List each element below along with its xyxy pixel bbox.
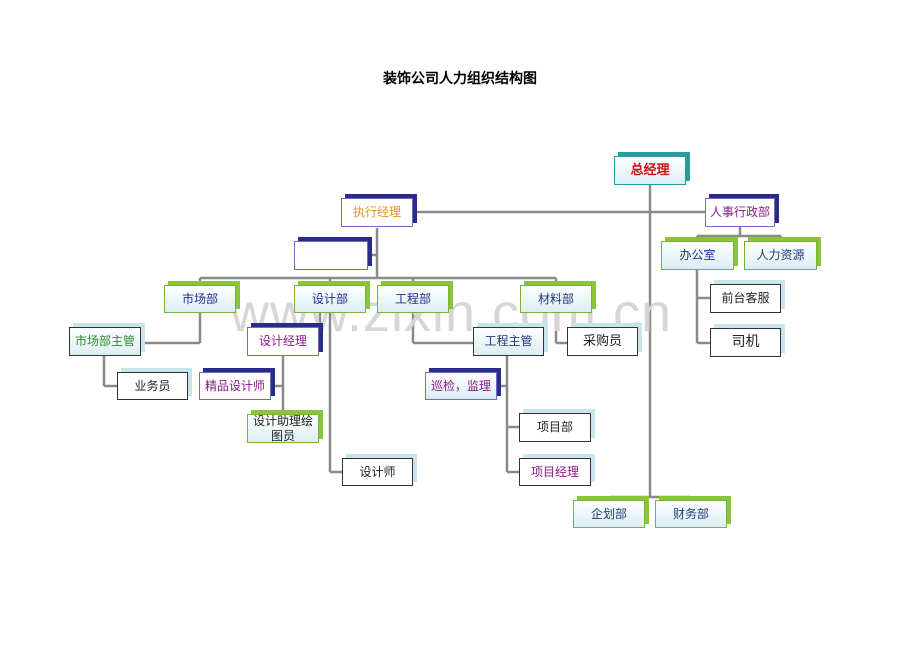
chart-title: 装饰公司人力组织结构图 — [383, 71, 537, 87]
node-design-assistant: 设计助理绘图员 — [247, 414, 319, 443]
node-hr: 人力资源 — [744, 241, 817, 270]
node-buyer: 采购员 — [567, 327, 638, 356]
node-office: 办公室 — [661, 241, 734, 270]
node-hr-admin: 人事行政部 — [705, 198, 775, 227]
node-ceo: 总经理 — [614, 156, 686, 185]
node-design-manager: 设计经理 — [247, 327, 319, 356]
node-engineering-manager: 工程主管 — [473, 327, 544, 356]
node-salesman: 业务员 — [117, 372, 188, 400]
node-engineering-dept: 工程部 — [377, 285, 449, 313]
node-driver: 司机 — [710, 328, 781, 357]
node-planning-dept: 企划部 — [573, 500, 645, 528]
node-finance-dept: 财务部 — [655, 500, 727, 528]
node-market-dept: 市场部 — [164, 285, 236, 313]
node-project-dept: 项目部 — [519, 413, 591, 442]
node-designer: 设计师 — [342, 458, 413, 486]
node-blank — [294, 241, 368, 270]
node-premium-designer: 精品设计师 — [199, 372, 271, 400]
node-project-manager: 项目经理 — [519, 458, 591, 486]
node-patrol-supervision: 巡检，监理 — [425, 372, 497, 400]
node-reception: 前台客服 — [710, 284, 781, 313]
node-exec-manager: 执行经理 — [341, 198, 413, 227]
node-market-manager: 市场部主管 — [69, 327, 141, 356]
node-materials-dept: 材料部 — [520, 285, 592, 313]
node-design-dept: 设计部 — [294, 285, 366, 313]
